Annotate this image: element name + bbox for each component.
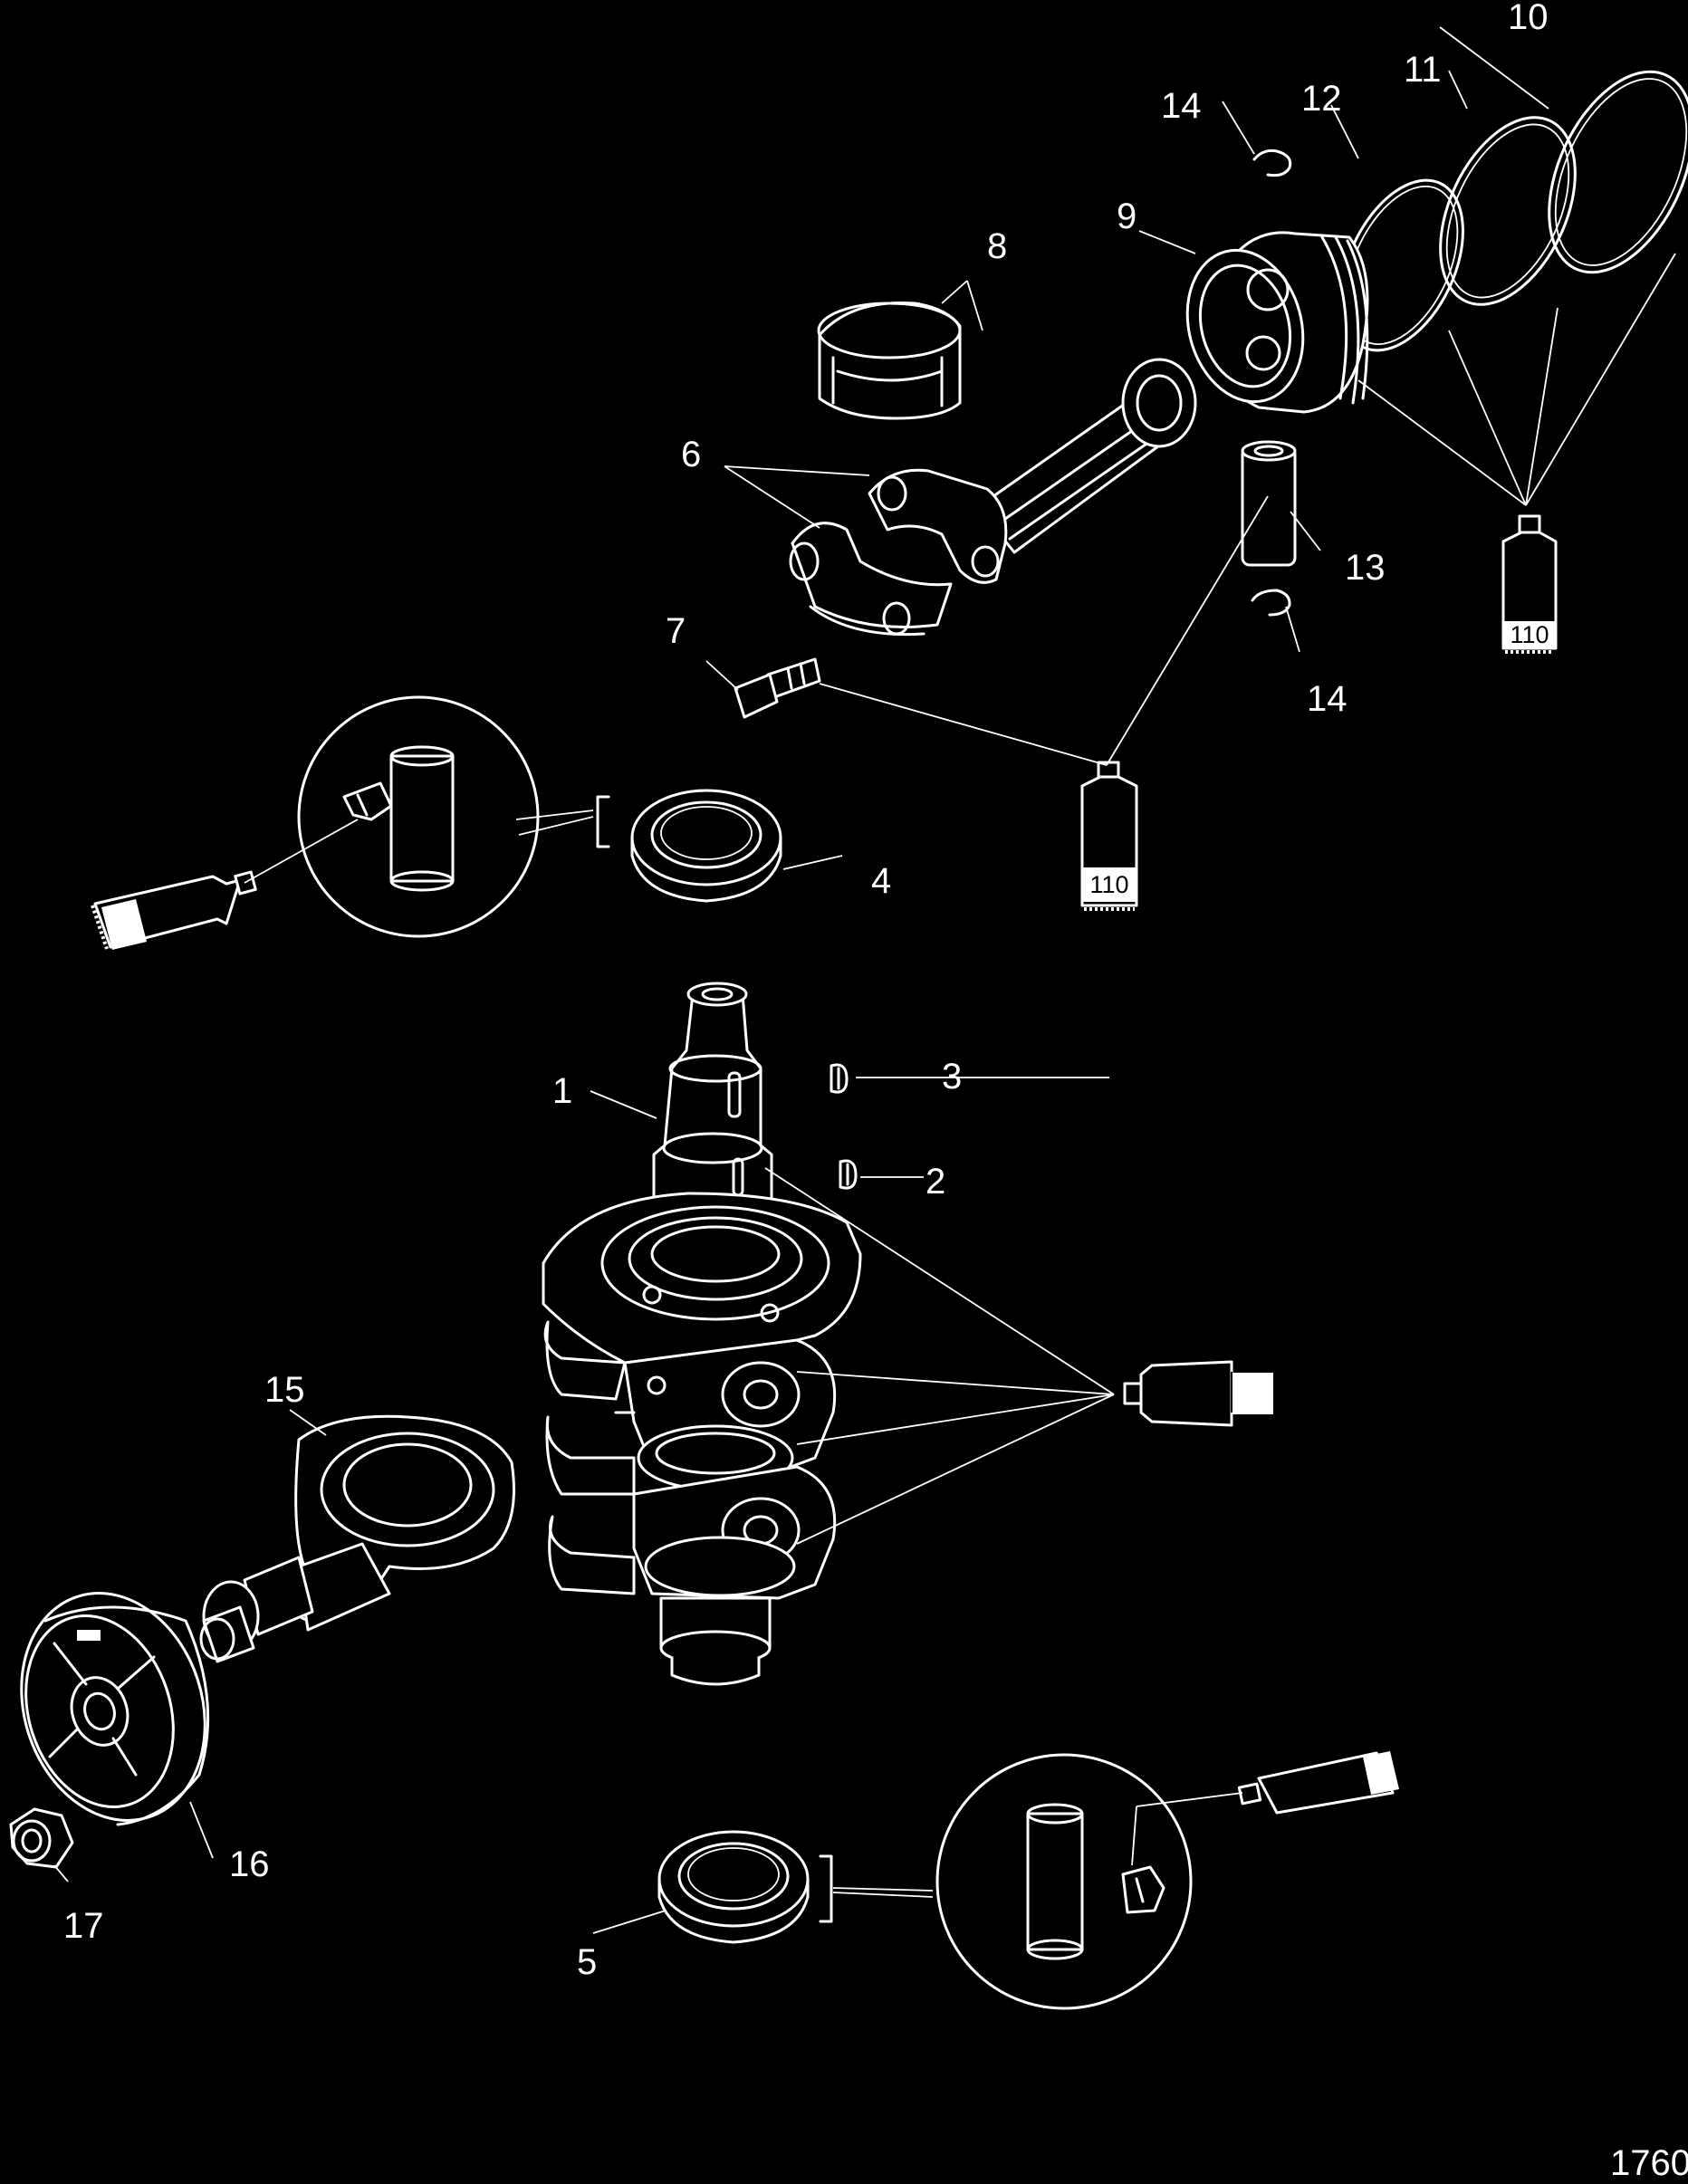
- leader-lines: [53, 26, 1676, 1934]
- flywheel-drive-arm: [199, 1414, 515, 1663]
- callout-2: 2: [926, 1162, 945, 1202]
- woodruff-key-3: [830, 1063, 849, 1094]
- lubricant-tube-label: 110: [1155, 1382, 1194, 1409]
- piston-pin-lockring-lower: [1251, 589, 1291, 617]
- rod-bolt: [734, 657, 821, 719]
- callout-15: 15: [264, 1370, 305, 1410]
- piston-ring-11: [1439, 116, 1577, 306]
- flywheel: [20, 1592, 210, 1826]
- figure-reference-number: 1760: [1610, 2143, 1688, 2183]
- woodruff-key-2: [839, 1159, 858, 1190]
- lubricant-tube-left: 110: [91, 870, 257, 950]
- piston-pin-lockring-upper: [1252, 148, 1292, 177]
- crankshaft: [542, 982, 862, 1686]
- lubricant-tube-crankshaft: 110: [1123, 1360, 1273, 1427]
- oil-seal-upper: [596, 789, 782, 903]
- lubricant-tube-lower-right: 110: [1237, 1751, 1399, 1815]
- detail-circle-lower-seal: [935, 1753, 1243, 2010]
- callout-17: 17: [63, 1906, 104, 1946]
- piston-ring-10: [1548, 70, 1688, 274]
- callout-3: 3: [942, 1057, 962, 1097]
- callout-labels: 1 2 3 4 5 6 7 8 9 10 11 12 13 14 14 15 1…: [63, 0, 1549, 1982]
- callout-10: 10: [1508, 0, 1549, 37]
- callout-13: 13: [1345, 548, 1386, 588]
- callout-14-lower: 14: [1307, 679, 1348, 719]
- callout-1: 1: [552, 1071, 572, 1111]
- callout-4: 4: [871, 861, 891, 901]
- callout-6: 6: [681, 435, 701, 474]
- lubricant-tube-label: 110: [1089, 871, 1128, 898]
- callout-8: 8: [987, 226, 1007, 266]
- lubricant-tube-label: 110: [1510, 621, 1549, 648]
- callout-16: 16: [229, 1844, 270, 1884]
- piston-pin: [1241, 440, 1297, 567]
- callout-7: 7: [666, 611, 686, 651]
- detail-circle-upper-seal: [244, 695, 540, 938]
- callout-11: 11: [1404, 50, 1442, 90]
- lubricant-tube-center: 110: [1080, 761, 1138, 911]
- oil-seal-lower: [657, 1830, 833, 1944]
- callout-5: 5: [577, 1942, 597, 1982]
- callout-9: 9: [1117, 196, 1137, 236]
- flywheel-nut: [9, 1807, 74, 1869]
- rod-bearing-halves: [817, 301, 962, 420]
- connecting-rod: [789, 358, 1197, 637]
- callout-12: 12: [1301, 79, 1342, 119]
- piston: [1185, 231, 1369, 414]
- callout-14-upper: 14: [1161, 86, 1202, 126]
- lubricant-tube-upper-right: 110: [1501, 514, 1558, 654]
